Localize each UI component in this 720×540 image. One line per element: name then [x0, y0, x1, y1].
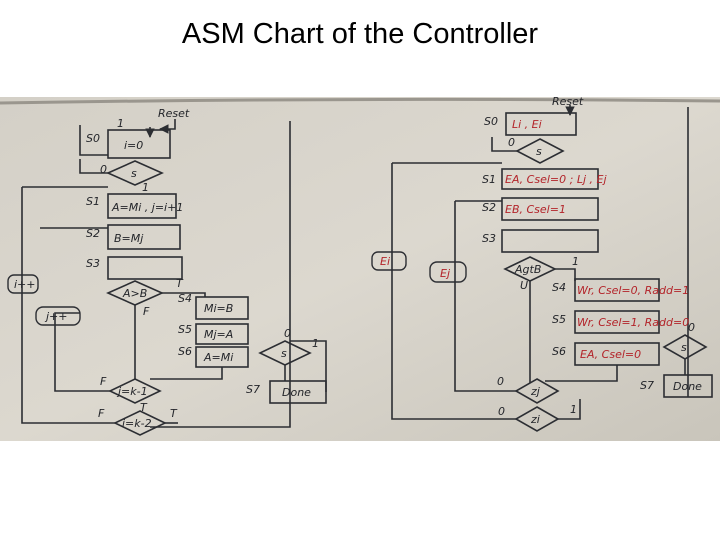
left-s3-box: [107, 256, 183, 280]
right-s5-box: [574, 310, 660, 334]
right-decision-s-label: s: [536, 145, 542, 158]
slide-title: ASM Chart of the Controller: [181, 18, 539, 50]
left-state-s6: S6: [178, 345, 192, 358]
right-s0-zero: 0: [508, 136, 515, 149]
left-s2-box: [107, 224, 181, 250]
left-decision-ieq-label: i=k-2: [122, 417, 152, 430]
left-s5-action: Mj=A: [204, 328, 233, 341]
left-s7-zero: 0: [284, 327, 291, 340]
right-agtb-u: U: [520, 279, 528, 292]
left-s4-box: [195, 296, 249, 320]
left-s1-action: A=Mi , j=i+1: [111, 201, 183, 214]
whiteboard-frame: [0, 97, 720, 105]
right-decision-agtb-label: AgtB: [514, 263, 541, 276]
left-state-s3: S3: [86, 257, 100, 270]
left-s7-action: Done: [282, 386, 311, 399]
left-s0-zero: 0: [100, 163, 107, 176]
right-decision-zi: [514, 406, 560, 432]
right-state-s4: S4: [552, 281, 566, 294]
left-agtb-true: T: [176, 277, 184, 290]
left-s0-action: i=0: [124, 139, 143, 152]
right-decision-zj: [514, 378, 560, 404]
left-decision-s: [106, 160, 164, 186]
left-asm-chart: Reset S0 i=0 1 0 s 1 S1 A=Mi , j=i+1 S2 …: [7, 107, 327, 436]
left-s0-one: 1: [117, 117, 124, 130]
right-ei-label: Ei: [380, 255, 390, 268]
right-s0-action: Li , Ei: [512, 118, 542, 131]
left-jeq-false: F: [100, 375, 107, 388]
right-ej-box: [429, 261, 467, 283]
left-decision-jeq: [108, 378, 162, 404]
left-ieq-true: T: [170, 407, 178, 420]
whiteboard-surface: [0, 97, 720, 441]
right-zj-zero: 0: [497, 375, 504, 388]
right-ei-box: [371, 251, 407, 271]
right-s3-box: [501, 229, 599, 253]
left-decision-ieq: [113, 410, 167, 436]
left-jplus-label: j++: [44, 310, 68, 323]
right-s4-box: [574, 278, 660, 302]
left-state-s4: S4: [178, 292, 192, 305]
left-ieq-false: F: [98, 407, 105, 420]
right-s4-action: Wr, Csel=0, Radd=1: [577, 284, 689, 297]
left-s5-box: [195, 323, 249, 345]
left-decision-s-label: s: [131, 167, 137, 180]
left-jeq-true: T: [140, 401, 148, 414]
right-s7-zero: 0: [688, 321, 695, 334]
left-state-s1: S1: [86, 195, 100, 208]
right-zi-zero: 0: [498, 405, 505, 418]
right-s2-box: [501, 197, 599, 221]
left-reset-label: Reset: [158, 107, 190, 120]
right-state-s2: S2: [482, 201, 496, 214]
right-s7-action: Done: [673, 380, 702, 393]
right-state-s1: S1: [482, 173, 496, 186]
left-state-s0: S0: [86, 132, 100, 145]
right-decision-s7-label: s: [681, 341, 687, 354]
right-s7-box: [663, 374, 713, 398]
right-s1-box: [501, 168, 599, 190]
left-s4-action: Mi=B: [204, 302, 233, 315]
right-ej-label: Ej: [440, 267, 451, 280]
left-s1-box: [107, 193, 177, 219]
left-s6-action: A=Mi: [203, 351, 233, 364]
left-state-s2: S2: [86, 227, 100, 240]
right-state-s7: S7: [640, 379, 654, 392]
right-decision-s: [515, 138, 565, 164]
left-jplus-box: [35, 306, 81, 326]
left-decision-jeq-label: j=k-1: [116, 385, 148, 398]
right-state-s6: S6: [552, 345, 566, 358]
left-decision-agtb-label: A>B: [122, 287, 147, 300]
right-state-s0: S0: [484, 115, 498, 128]
right-s5-action: Wr, Csel=1, Radd=0: [577, 316, 689, 329]
right-state-s5: S5: [552, 313, 566, 326]
left-iplus-box: [7, 274, 39, 294]
left-iplus-label: i++: [14, 278, 36, 291]
right-s1-action: EA, Csel=0 ; Lj , Ej: [505, 173, 607, 186]
right-state-s3: S3: [482, 232, 496, 245]
right-s2-action: EB, Csel=1: [505, 203, 566, 216]
right-s0-box: [505, 112, 577, 136]
right-asm-chart: Reset S0 Li , Ei 0 s S1 EA, Csel=0 ; Lj …: [371, 97, 713, 432]
left-s2-action: B=Mj: [114, 232, 144, 245]
right-zi-one: 1: [570, 403, 577, 416]
right-decision-zj-label: zj: [530, 385, 541, 398]
left-s0-box: [107, 129, 171, 159]
left-state-s5: S5: [178, 323, 192, 336]
right-reset-label: Reset: [552, 97, 584, 108]
left-decision-s7-label: s: [281, 347, 287, 360]
left-agtb-false: F: [143, 305, 150, 318]
right-agtb-one: 1: [572, 255, 579, 268]
right-s6-action: EA, Csel=0: [580, 348, 641, 361]
left-s-one: 1: [142, 181, 149, 194]
left-s7-one: 1: [312, 337, 319, 350]
left-state-s7: S7: [246, 383, 260, 396]
whiteboard-photo: Reset S0 i=0 1 0 s 1 S1 A=Mi , j=i+1 S2 …: [0, 97, 720, 441]
right-decision-zi-label: zi: [530, 413, 540, 426]
